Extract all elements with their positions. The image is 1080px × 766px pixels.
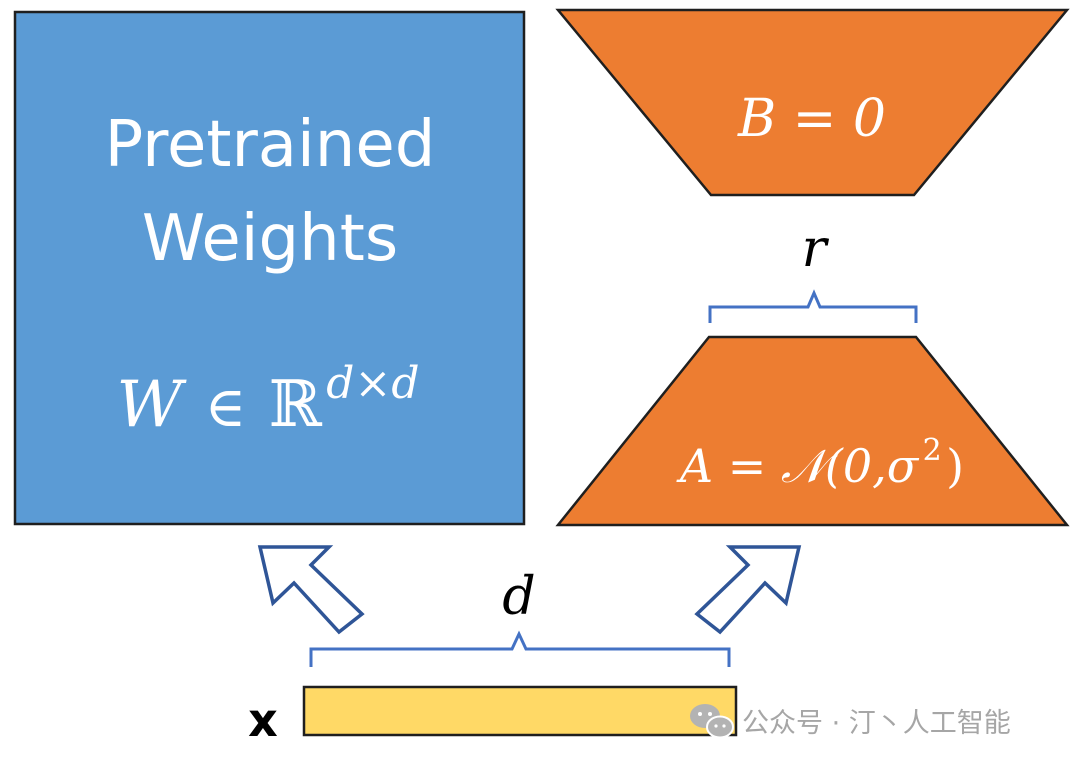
matrix-a-label: A = 𝒩(0,σ 2 ): [676, 433, 964, 493]
matrix-a-label-main: A = 𝒩(0,σ: [676, 439, 920, 493]
matrix-a-block: A = 𝒩(0,σ 2 ): [555, 335, 1070, 527]
pretrained-title-line2: Weights: [142, 202, 398, 276]
matrix-b-label: B = 0: [737, 89, 886, 149]
formula-w: W: [117, 368, 188, 442]
arrow-to-pretrained-icon: [257, 545, 365, 635]
dimension-label: d: [502, 567, 535, 627]
watermark: 公众号 · 汀丶人工智能: [690, 704, 1011, 739]
arrow-to-lora-icon: [694, 545, 802, 635]
matrix-b-block: B = 0: [555, 8, 1070, 197]
pretrained-formula: W ∈ ℝ d×d: [117, 358, 420, 442]
formula-reals: ℝ: [269, 368, 323, 442]
matrix-b-shape: [555, 8, 1070, 197]
formula-in: ∈: [205, 375, 246, 440]
rank-label: r: [802, 219, 830, 279]
input-vector: [302, 685, 738, 737]
watermark-text: 公众号 · 汀丶人工智能: [742, 708, 1011, 739]
pretrained-weights-block: Pretrained Weights W ∈ ℝ d×d: [13, 10, 526, 526]
rank-bracket: [708, 289, 918, 323]
matrix-a-label-sup: 2: [923, 433, 942, 468]
wechat-icon: [690, 704, 734, 739]
matrix-a-shape: [555, 335, 1070, 527]
matrix-a-label-close: ): [946, 439, 964, 493]
formula-superscript: d×d: [326, 358, 419, 409]
pretrained-title-line1: Pretrained: [105, 108, 436, 182]
pretrained-weights-rect: [13, 10, 526, 526]
dimension-bracket: [309, 630, 731, 667]
input-label: x: [248, 693, 278, 747]
